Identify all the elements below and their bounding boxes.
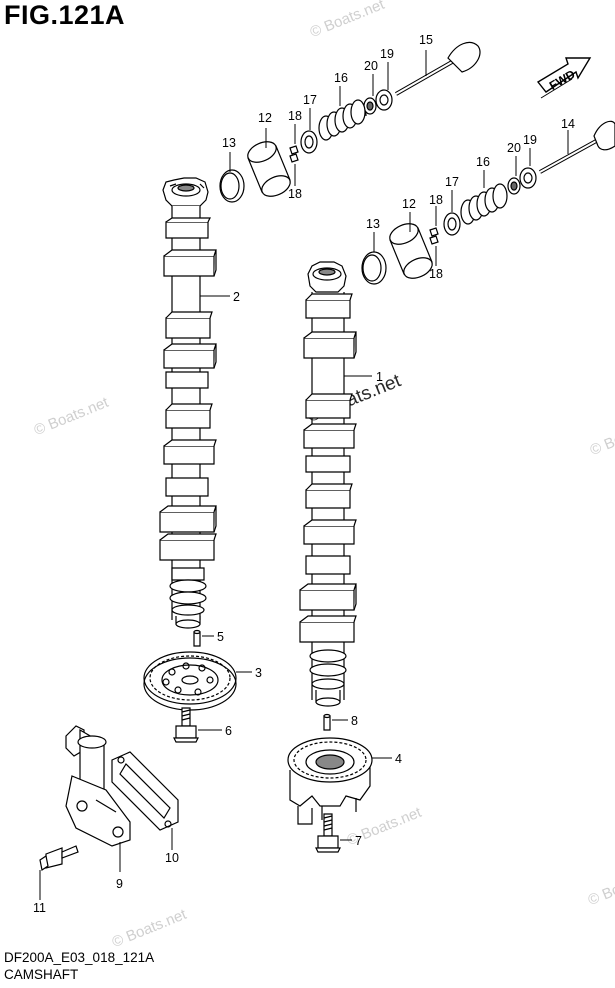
spring-b bbox=[460, 170, 508, 225]
label-10: 10 bbox=[165, 851, 179, 865]
diagram-code: DF200A_E03_018_121A bbox=[4, 950, 155, 965]
label-5: 5 bbox=[217, 630, 224, 644]
label-4: 4 bbox=[395, 752, 402, 766]
tappet-a bbox=[247, 128, 291, 197]
label-18-b-top: 18 bbox=[429, 193, 443, 207]
label-11: 11 bbox=[33, 901, 46, 915]
label-17-b: 17 bbox=[445, 175, 459, 189]
vvt-sprocket bbox=[287, 737, 392, 825]
label-18-a-top: 18 bbox=[288, 109, 302, 123]
seat-a bbox=[363, 74, 377, 115]
label-16-a: 16 bbox=[334, 71, 348, 85]
camshaft-1 bbox=[299, 261, 372, 707]
pin bbox=[193, 629, 214, 647]
label-13-b: 13 bbox=[366, 217, 380, 231]
label-17-a: 17 bbox=[303, 93, 317, 107]
label-1: 1 bbox=[376, 370, 383, 384]
tappet-b bbox=[389, 212, 433, 279]
sprocket bbox=[143, 651, 252, 711]
label-12-a: 12 bbox=[258, 111, 272, 125]
label-13-a: 13 bbox=[222, 136, 236, 150]
shim-a bbox=[219, 152, 245, 203]
label-3: 3 bbox=[255, 666, 262, 680]
cotter-a bbox=[289, 124, 299, 186]
cotter-b bbox=[429, 206, 439, 266]
label-7: 7 bbox=[355, 834, 362, 848]
seal-b bbox=[519, 148, 537, 189]
pin-vvt bbox=[323, 713, 348, 731]
label-19-a: 19 bbox=[380, 47, 394, 61]
label-6: 6 bbox=[225, 724, 232, 738]
seat-b bbox=[507, 156, 521, 195]
spring-a bbox=[318, 86, 367, 141]
shim-b bbox=[361, 232, 387, 285]
oil-control-valve bbox=[65, 725, 131, 872]
label-15: 15 bbox=[419, 33, 433, 47]
retainer-b bbox=[443, 190, 461, 236]
bolt-ocv bbox=[39, 845, 79, 900]
label-20-a: 20 bbox=[364, 59, 378, 73]
label-20-b: 20 bbox=[507, 141, 521, 155]
figure-title: FIG.121A bbox=[4, 0, 126, 30]
valve-exhaust bbox=[539, 120, 615, 174]
valve-intake bbox=[395, 41, 481, 96]
gasket bbox=[111, 751, 179, 850]
label-9: 9 bbox=[116, 877, 123, 891]
label-18-a-bottom: 18 bbox=[288, 187, 302, 201]
label-2: 2 bbox=[233, 290, 240, 304]
label-19-b: 19 bbox=[523, 133, 537, 147]
label-12-b: 12 bbox=[402, 197, 416, 211]
camshaft-2 bbox=[159, 177, 230, 629]
label-8: 8 bbox=[351, 714, 358, 728]
label-18-b-bottom: 18 bbox=[429, 267, 443, 281]
bolt-vvt bbox=[315, 813, 352, 853]
fwd-arrow: FWD bbox=[536, 57, 592, 99]
bolt-sprocket bbox=[173, 707, 222, 743]
label-16-b: 16 bbox=[476, 155, 490, 169]
seal-a bbox=[375, 62, 393, 111]
diagram-name: CAMSHAFT bbox=[4, 967, 79, 982]
retainer-a bbox=[300, 108, 318, 154]
label-14: 14 bbox=[561, 117, 575, 131]
